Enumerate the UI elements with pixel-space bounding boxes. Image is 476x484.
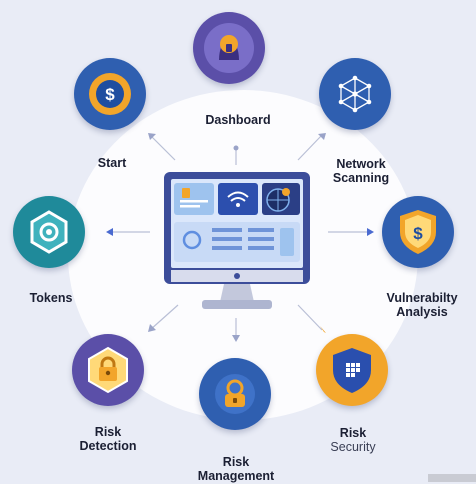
shield-dollar-icon: $ [400,210,436,254]
network-scanning-label: Network Scanning [332,157,390,185]
arrow-start [148,133,156,140]
connector-risk-security [297,304,323,331]
start-label: Start [97,156,127,170]
lock-icon [204,23,254,73]
risk-management-label: Risk Management [197,455,275,483]
vulnerability-analysis-node[interactable]: $ [382,196,454,268]
padlock-hexagon-icon [88,346,128,394]
network-globe-icon [338,75,372,113]
risk-management-node[interactable] [199,358,271,430]
risk-detection-label: Risk Detection [79,425,137,453]
risk-security-node[interactable] [316,334,388,406]
dashboard-node[interactable] [193,12,265,84]
tokens-label: Tokens [29,291,73,305]
risk-security-label: Risk Security [330,426,376,454]
screen-panel-card [174,183,214,215]
arrow-tokens [106,228,113,236]
arrow-network [318,133,326,140]
shield-grid-icon [333,348,371,393]
arrow-risk-management [232,335,240,342]
arrow-vulnerability [367,228,374,236]
svg-text:$: $ [413,224,423,243]
wifi-icon [227,191,249,202]
dashboard-label: Dashboard [205,113,271,127]
risk-detection-node[interactable] [72,334,144,406]
tokens-node[interactable] [13,196,85,268]
connector-dot-dashboard [233,145,239,151]
svg-text:$: $ [105,85,115,104]
hexagon-gear-icon [30,210,68,254]
corner-bar [428,474,476,482]
arrow-risk-detection [148,324,156,332]
network-scanning-node[interactable] [319,58,391,130]
monitor-base [202,300,272,309]
connector-network [297,134,323,161]
arrow-risk-security [320,326,326,333]
connector-start [149,134,176,161]
connector-risk-detection [149,304,179,331]
monitor-illustration [164,172,310,309]
monitor-neck [220,284,254,302]
start-node[interactable]: $ [74,58,146,130]
vulnerability-analysis-label: Vulnerabilty Analysis [386,291,458,319]
user-lock-icon [215,374,255,414]
dollar-coin-icon: $ [89,73,131,115]
